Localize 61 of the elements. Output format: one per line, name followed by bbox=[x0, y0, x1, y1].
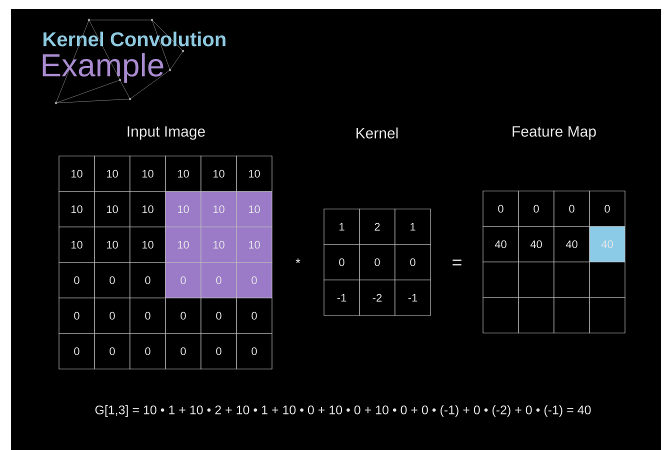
table-cell: 10 bbox=[130, 226, 166, 263]
table-cell: 0 bbox=[359, 244, 396, 280]
table-cell: 0 bbox=[94, 262, 130, 298]
table-cell: 10 bbox=[94, 226, 130, 263]
table-cell: 10 bbox=[200, 226, 237, 263]
table-cell: 0 bbox=[94, 333, 130, 370]
table-cell: 10 bbox=[94, 191, 130, 228]
table-cell: 0 bbox=[165, 333, 202, 370]
title: Kernel Convolution bbox=[44, 32, 226, 46]
table-cell: 10 bbox=[130, 156, 166, 192]
table-cell: 0 bbox=[324, 244, 360, 280]
table-cell: 0 bbox=[130, 262, 166, 298]
table-cell: 1 bbox=[324, 208, 360, 245]
table-cell: 40 bbox=[589, 226, 626, 262]
table-cell: 10 bbox=[58, 156, 95, 192]
table-cell: 0 bbox=[58, 298, 95, 334]
table-cell: 0 bbox=[58, 333, 95, 370]
table-cell: 10 bbox=[58, 191, 95, 228]
grid-heading: Feature Map bbox=[512, 126, 596, 140]
table-cell: 1 bbox=[394, 208, 431, 245]
operator-symbol: = bbox=[452, 260, 462, 266]
table-cell: 40 bbox=[482, 226, 519, 262]
table-cell: 10 bbox=[236, 156, 272, 192]
grid-heading: Input Image bbox=[128, 126, 205, 140]
table-cell: 0 bbox=[394, 244, 431, 280]
subtitle: Example bbox=[42, 53, 164, 83]
table-cell: 0 bbox=[165, 262, 202, 298]
table-cell: 2 bbox=[359, 208, 396, 245]
equation: G[1,3] = 10 • 1 + 10 • 2 + 10 • 1 + 10 • 0 + 10 • 0 + 10 • 0 + 0 • (-1) + 0 • (-2) + 0 • (-1) = 40 bbox=[95, 405, 591, 417]
table-cell: 10 bbox=[236, 191, 272, 228]
table-cell: 10 bbox=[200, 191, 237, 228]
table-cell: 0 bbox=[130, 298, 166, 334]
table-cell: 40 bbox=[554, 226, 590, 262]
table-cell: 10 bbox=[130, 191, 166, 228]
table-cell: 0 bbox=[482, 190, 519, 227]
table-cell: 0 bbox=[518, 190, 554, 227]
table-cell: 0 bbox=[236, 262, 272, 298]
table-cell: 40 bbox=[518, 226, 554, 262]
table-cell: 0 bbox=[554, 190, 590, 227]
table-cell: 10 bbox=[236, 226, 272, 263]
table-cell: 10 bbox=[165, 226, 202, 263]
table-cell: 0 bbox=[200, 262, 237, 298]
table-cell: 0 bbox=[236, 298, 272, 334]
table-cell: -1 bbox=[324, 280, 360, 316]
table-cell: 0 bbox=[589, 190, 626, 227]
table-cell: 10 bbox=[58, 226, 95, 263]
table-cell: 0 bbox=[200, 333, 237, 370]
table-cell: 0 bbox=[200, 298, 237, 334]
grid-heading: Kernel bbox=[356, 128, 398, 138]
table-cell: -2 bbox=[359, 280, 396, 316]
operator-symbol: * bbox=[296, 258, 300, 264]
table-cell: 0 bbox=[165, 298, 202, 334]
table-cell: 0 bbox=[94, 298, 130, 334]
table-cell: 10 bbox=[165, 191, 202, 228]
table-cell: -1 bbox=[394, 280, 431, 316]
table-cell: 10 bbox=[165, 156, 202, 192]
table-cell: 0 bbox=[130, 333, 166, 370]
table-cell: 0 bbox=[236, 333, 272, 370]
table-cell: 10 bbox=[200, 156, 237, 192]
table-cell: 10 bbox=[94, 156, 130, 192]
table-cell: 0 bbox=[58, 262, 95, 298]
